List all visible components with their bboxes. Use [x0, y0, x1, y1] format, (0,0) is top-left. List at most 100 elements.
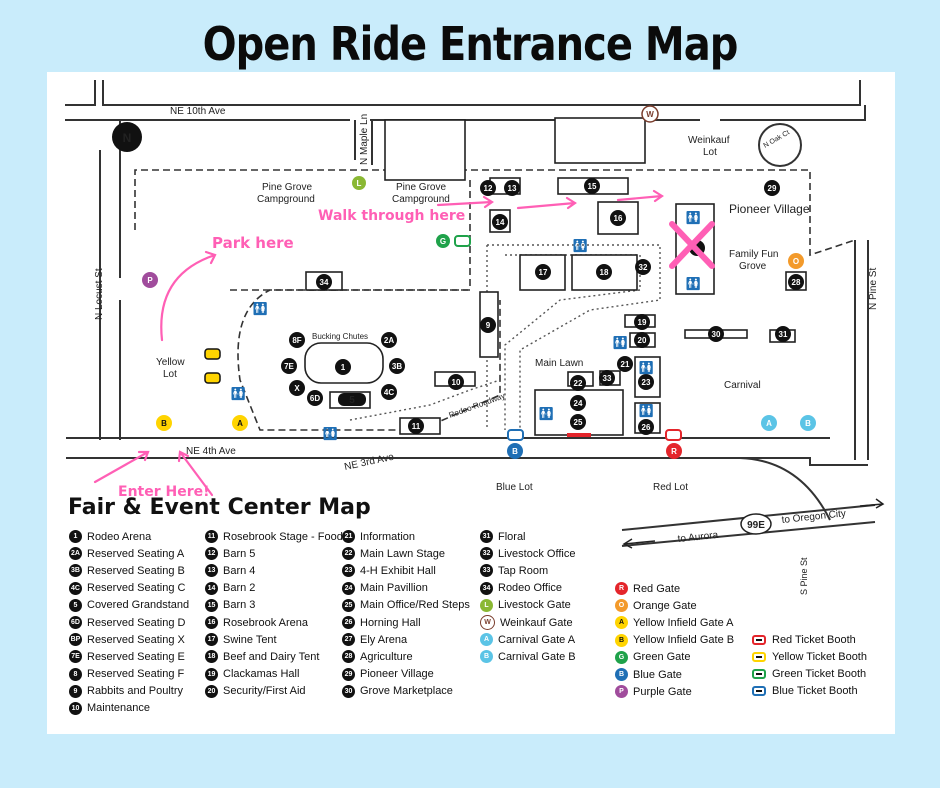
route-arrows	[93, 189, 664, 497]
svg-text:🚻︎: 🚻︎	[572, 239, 589, 254]
legend-label: Yellow Ticket Booth	[772, 650, 867, 663]
svg-text:12: 12	[484, 184, 493, 193]
legend-label: Yellow Infield Gate B	[633, 634, 735, 647]
place-pine-grove-2b: Campground	[392, 194, 450, 205]
highway-shield-icon	[740, 513, 772, 535]
svg-text:13: 13	[508, 184, 517, 193]
legend-badge: 9	[69, 684, 82, 698]
svg-text:1: 1	[341, 363, 346, 372]
legend-item: Red Ticket Booth	[752, 631, 867, 648]
street-maple: N Maple Ln	[359, 114, 370, 165]
legend-label: Information	[360, 530, 416, 543]
svg-text:5: 5	[349, 395, 355, 406]
legend-label: Grove Marketplace	[360, 685, 453, 698]
legend-badge: 26	[342, 616, 355, 630]
grandstand-badge	[338, 393, 366, 406]
legend-label: Barn 5	[223, 547, 256, 560]
legend-label: Reserved Seating C	[87, 582, 186, 595]
svg-text:3B: 3B	[392, 362, 402, 371]
legend-label: Tap Room	[498, 564, 549, 577]
legend-badge: 6D	[69, 616, 82, 630]
place-pine-grove-1: Pine Grove	[262, 182, 312, 193]
svg-text:19: 19	[638, 318, 647, 327]
legend-badge: B	[480, 650, 493, 664]
place-pine-grove-2: Pine Grove	[396, 182, 446, 193]
legend-badge: 29	[342, 667, 355, 681]
legend-title: Fair & Event Center Map	[68, 495, 371, 520]
ticket-booth-icon	[752, 651, 766, 662]
legend-badge: 4C	[69, 581, 82, 595]
svg-text:30: 30	[712, 330, 721, 339]
ticket-booth-icon	[752, 634, 766, 645]
legend-badge: A	[480, 633, 493, 647]
legend-badge: 21	[342, 530, 355, 544]
svg-text:34: 34	[320, 278, 329, 287]
svg-text:🚻︎: 🚻︎	[322, 427, 339, 442]
legend-label: Yellow Infield Gate A	[633, 616, 734, 629]
svg-text:31: 31	[779, 330, 788, 339]
street-ne3: NE 3rd Ave	[343, 452, 395, 473]
svg-text:29: 29	[768, 184, 777, 193]
legend-badge: 22	[342, 547, 355, 561]
legend-label: Reserved Seating A	[87, 547, 185, 560]
svg-text:B: B	[161, 419, 167, 428]
legend-badge: 33	[480, 564, 493, 578]
svg-text:33: 33	[603, 374, 612, 383]
svg-text:🚻︎: 🚻︎	[685, 277, 702, 292]
ticket-booth-icons	[204, 235, 682, 441]
legend-badge: BP	[69, 633, 82, 647]
legend-badge: 19	[205, 667, 218, 681]
legend-label: Carnival Gate B	[498, 650, 576, 663]
legend-label: Clackamas Hall	[223, 668, 300, 681]
legend-badge: G	[615, 650, 628, 664]
svg-text:B: B	[805, 419, 811, 428]
svg-text:B: B	[512, 447, 518, 456]
legend-badge: 30	[342, 684, 355, 698]
svg-text:🚻︎: 🚻︎	[685, 211, 702, 226]
place-red-lot: Red Lot	[653, 482, 688, 493]
place-pine-grove-1b: Campground	[257, 194, 315, 205]
legend-badge: R	[615, 582, 628, 596]
place-main-lawn: Main Lawn	[535, 358, 583, 369]
legend-label: Reserved Seating E	[87, 650, 185, 663]
svg-text:17: 17	[539, 268, 548, 277]
svg-text:A: A	[237, 419, 243, 428]
legend-label: Barn 2	[223, 582, 256, 595]
street-s-pine: S Pine St	[799, 557, 809, 595]
legend-label: Blue Gate	[633, 668, 682, 681]
svg-text:21: 21	[621, 360, 630, 369]
svg-text:O: O	[793, 257, 799, 266]
ticket-booth-icon	[752, 668, 766, 679]
legend-badge: 24	[342, 581, 355, 595]
legend-label: Agriculture	[360, 650, 413, 663]
legend-badge: 25	[342, 598, 355, 612]
legend-badge: P	[615, 685, 628, 699]
legend-badge: 14	[205, 581, 218, 595]
svg-text:25: 25	[574, 418, 583, 427]
svg-text:26: 26	[642, 423, 651, 432]
legend-badge: 8	[69, 667, 82, 681]
legend-label: Carnival Gate A	[498, 633, 576, 646]
svg-text:4C: 4C	[384, 388, 394, 397]
svg-text:14: 14	[496, 218, 505, 227]
street-rodeo-roadway: Rodeo Roadway	[448, 391, 507, 420]
north-arrow-letter: N	[123, 131, 132, 145]
legend-label: Blue Ticket Booth	[772, 685, 858, 698]
legend-badge: 34	[480, 581, 493, 595]
